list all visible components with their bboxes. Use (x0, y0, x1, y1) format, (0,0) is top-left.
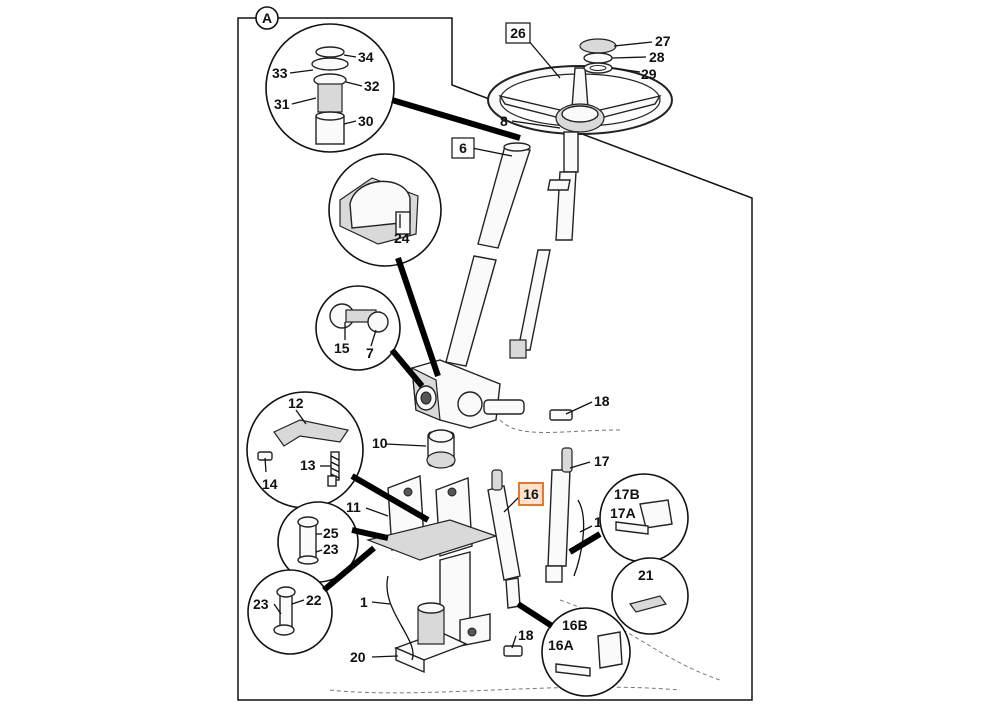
label-26: 26 (510, 25, 526, 41)
label-6: 6 (459, 140, 467, 156)
label-12: 12 (288, 395, 304, 411)
column-bracket (411, 359, 525, 429)
cable-1 (386, 575, 414, 661)
label-8: 8 (500, 113, 508, 129)
bolt-18-upper (549, 409, 573, 421)
label-18-upper: 18 (594, 393, 610, 409)
label-25: 25 (323, 525, 339, 541)
steering-shaft (509, 131, 579, 359)
label-17: 17 (594, 453, 610, 469)
label-1-left: 1 (360, 594, 368, 610)
label-11: 11 (346, 499, 361, 515)
label-33: 33 (272, 65, 288, 81)
label-10: 10 (372, 435, 388, 451)
detail-bolt-15-7 (315, 285, 401, 371)
label-17b: 17B (614, 486, 640, 502)
universal-joint (426, 429, 456, 469)
label-7: 7 (366, 345, 374, 361)
part-labels: 26 27 28 29 8 6 34 33 32 31 30 24 15 7 1… (253, 22, 671, 665)
label-22: 22 (306, 592, 322, 608)
cylinder-base (394, 602, 468, 674)
label-17a: 17A (610, 505, 636, 521)
label-23-upper: 23 (323, 541, 339, 557)
label-16b: 16B (562, 617, 588, 633)
detail-bolt-25-23 (277, 501, 359, 583)
label-27: 27 (655, 33, 671, 49)
label-32: 32 (364, 78, 380, 94)
label-31: 31 (274, 96, 290, 112)
detail-bracket-16 (541, 607, 631, 697)
detail-lock-cylinder (265, 23, 395, 153)
label-16: 16 (523, 486, 539, 502)
horn-cap-parts (579, 38, 617, 74)
label-14: 14 (262, 476, 278, 492)
detail-cover-24 (328, 153, 442, 267)
label-24: 24 (394, 230, 410, 246)
label-29: 29 (641, 66, 657, 82)
label-28: 28 (649, 49, 665, 65)
gas-spring-17 (545, 447, 573, 583)
label-23-lower: 23 (253, 596, 269, 612)
gas-spring-16 (487, 469, 521, 609)
label-18-lower: 18 (518, 627, 534, 643)
view-marker-label: A (262, 10, 272, 26)
bolt-18-lower (503, 645, 523, 657)
highlight-box-16 (518, 482, 544, 506)
detail-bolt-23-22 (247, 569, 333, 655)
cable-1b (573, 499, 585, 577)
steering-wheel (487, 65, 673, 135)
view-marker: A (255, 6, 279, 30)
label-1-right: 1 (594, 514, 602, 530)
detail-plate-21 (611, 557, 689, 635)
detail-bracket-17 (599, 473, 689, 563)
label-34: 34 (358, 49, 374, 65)
view-frame (237, 17, 753, 701)
label-15: 15 (334, 340, 350, 356)
lower-frame (365, 475, 498, 649)
label-30: 30 (358, 113, 374, 129)
label-13: 13 (300, 457, 316, 473)
column-tube (445, 142, 531, 367)
label-16a: 16A (548, 637, 574, 653)
label-20: 20 (350, 649, 366, 665)
label-21: 21 (638, 567, 654, 583)
